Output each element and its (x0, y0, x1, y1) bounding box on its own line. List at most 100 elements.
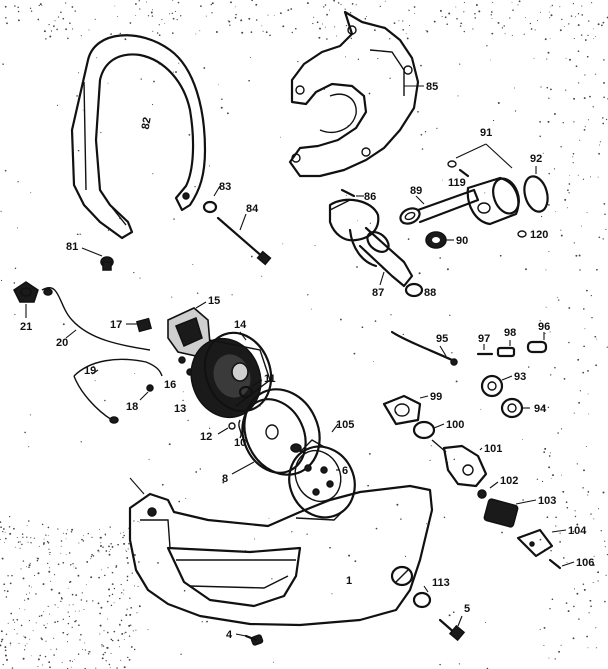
scan-speck (585, 445, 587, 448)
part-21-switch (13, 281, 39, 318)
scan-speck (49, 666, 51, 669)
scan-speck (45, 640, 47, 642)
scan-speck (582, 583, 585, 585)
callout-87: 87 (372, 287, 384, 299)
scan-speck (16, 633, 18, 635)
scan-speck (176, 19, 178, 21)
scan-speck (545, 306, 547, 308)
scan-speck (590, 605, 592, 608)
scan-speck (98, 551, 100, 553)
scan-speck (113, 602, 115, 604)
scan-speck (567, 610, 570, 613)
scan-speck (62, 618, 64, 620)
scan-speck (567, 189, 569, 192)
scan-speck (240, 19, 243, 22)
scan-speck (75, 567, 77, 569)
scan-speck (66, 633, 69, 636)
scan-speck (4, 169, 7, 172)
scan-speck (23, 649, 26, 651)
scan-speck (195, 33, 197, 35)
scan-speck (111, 545, 114, 548)
scan-speck (604, 546, 606, 548)
scan-speck (28, 566, 30, 569)
scan-speck (497, 102, 500, 104)
scan-speck (180, 15, 182, 17)
scan-speck (574, 510, 576, 512)
scan-speck (199, 468, 202, 470)
part-113-washer (412, 585, 432, 609)
scan-speck (20, 568, 22, 570)
scan-speck (559, 6, 561, 8)
scan-speck (22, 577, 25, 580)
scan-speck (221, 98, 223, 100)
scan-speck (551, 4, 553, 7)
scan-speck (195, 471, 198, 473)
callout-86: 86 (364, 191, 376, 203)
scan-speck (99, 633, 101, 635)
callout-89: 89 (410, 185, 422, 197)
scan-speck (62, 532, 64, 534)
scan-speck (261, 25, 263, 27)
scan-speck (13, 282, 16, 284)
scan-speck (603, 96, 605, 99)
scan-speck (101, 657, 104, 660)
scan-speck (356, 266, 358, 268)
scan-speck (396, 503, 399, 506)
part-99-gasket (382, 394, 429, 426)
scan-speck (549, 17, 551, 19)
scan-speck (97, 602, 100, 605)
scan-speck (117, 16, 118, 17)
scan-speck (114, 5, 116, 7)
scan-speck (455, 6, 457, 8)
scan-speck (46, 540, 49, 543)
scan-speck (547, 406, 550, 409)
scan-speck (40, 614, 43, 617)
scan-speck (194, 185, 196, 188)
scan-speck (43, 538, 45, 540)
scan-speck (561, 18, 563, 21)
scan-speck (203, 67, 206, 69)
scan-speck (116, 667, 118, 669)
scan-speck (563, 25, 565, 27)
scan-speck (2, 663, 4, 666)
scan-speck (569, 174, 571, 176)
scan-speck (549, 607, 551, 610)
scan-speck (171, 32, 174, 34)
scan-speck (26, 643, 28, 645)
scan-speck (37, 18, 40, 21)
scan-speck (575, 65, 578, 68)
scan-speck (529, 22, 532, 25)
scan-speck (32, 630, 34, 632)
scan-speck (90, 576, 93, 579)
scan-speck (57, 16, 60, 18)
scan-speck (547, 120, 550, 123)
scan-speck (9, 532, 12, 535)
scan-speck (565, 602, 568, 604)
scan-speck (28, 446, 30, 448)
scan-speck (135, 15, 137, 17)
scan-speck (448, 614, 451, 617)
scan-speck (460, 22, 463, 25)
scan-speck (99, 624, 102, 627)
scan-speck (151, 9, 153, 11)
scan-speck (501, 27, 504, 29)
scan-speck (93, 365, 95, 367)
scan-speck (29, 592, 30, 594)
scan-speck (324, 4, 327, 6)
scan-speck (65, 554, 67, 555)
scan-speck (138, 605, 141, 608)
scan-speck (94, 18, 96, 20)
scan-speck (402, 333, 405, 336)
scan-speck (537, 20, 538, 22)
scan-speck (52, 25, 55, 28)
scan-speck (217, 84, 219, 86)
scan-speck (548, 250, 550, 253)
scan-speck (173, 71, 175, 73)
callout-84: 84 (246, 203, 259, 215)
scan-speck (594, 73, 597, 75)
scan-speck (587, 491, 590, 493)
part-17-block (126, 317, 153, 333)
scan-speck (527, 366, 530, 368)
scan-speck (187, 419, 189, 422)
